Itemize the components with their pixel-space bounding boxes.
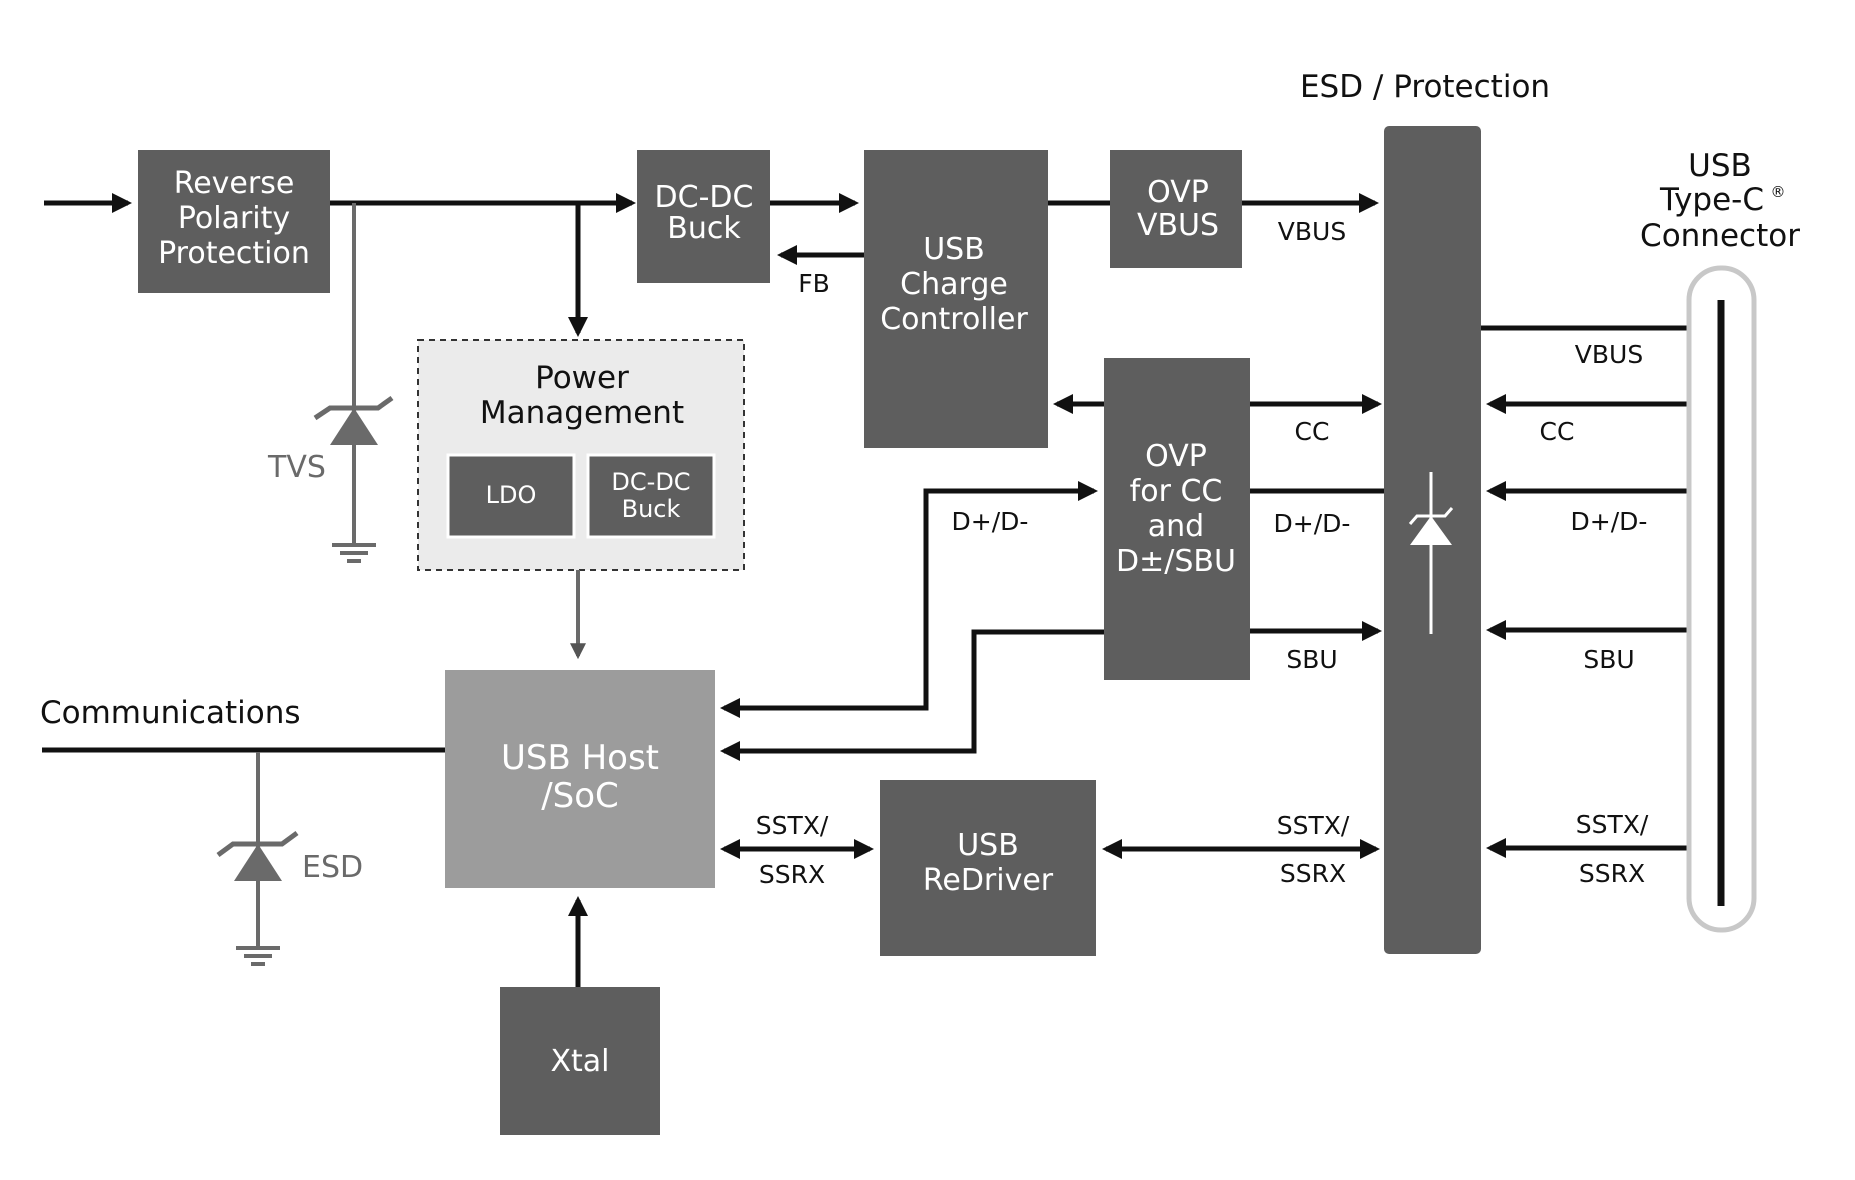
- vbus-ovp-out-label: VBUS: [1278, 217, 1346, 246]
- ssrx-mid-label: SSRX: [1280, 859, 1346, 888]
- fb-label: FB: [798, 269, 830, 298]
- sstx-mid-label: SSTX/: [1277, 811, 1350, 840]
- svg-text:Xtal: Xtal: [550, 1044, 609, 1079]
- ldo-block: LDO: [446, 453, 576, 539]
- svg-text:/SoC: /SoC: [541, 776, 619, 816]
- svg-text:LDO: LDO: [486, 481, 537, 509]
- svg-text:DC-DC: DC-DC: [611, 468, 690, 496]
- svg-text:®: ®: [1771, 183, 1786, 201]
- usb-host-soc-block: USB Host /SoC: [445, 670, 715, 888]
- svg-text:Type-C: Type-C: [1659, 182, 1764, 218]
- ovp-cc-block: OVP for CC and D±/SBU: [1104, 358, 1250, 680]
- dpdm-conn-label: D+/D-: [1571, 507, 1648, 536]
- dcdc-buck-block: DC-DC Buck: [637, 150, 770, 283]
- svg-text:DC-DC: DC-DC: [655, 180, 754, 215]
- sbu-host-wire: [720, 629, 1104, 761]
- usb-redriver-block: USB ReDriver: [880, 780, 1096, 956]
- sbu-conn-label: SBU: [1583, 645, 1634, 674]
- svg-text:for CC: for CC: [1130, 474, 1223, 509]
- svg-text:Power: Power: [535, 360, 629, 396]
- cc-mid-label: CC: [1295, 417, 1330, 446]
- svg-text:Polarity: Polarity: [178, 201, 290, 236]
- communications-label: Communications: [40, 695, 301, 731]
- svg-text:Reverse: Reverse: [174, 166, 295, 201]
- ssrx-host-label: SSRX: [759, 860, 825, 889]
- dpdm-host-wire: [720, 481, 1098, 718]
- svg-text:and: and: [1148, 509, 1204, 544]
- svg-text:VBUS: VBUS: [1137, 208, 1219, 243]
- svg-text:USB: USB: [957, 828, 1019, 863]
- esd-protection-title: ESD / Protection: [1300, 69, 1550, 105]
- pm-dcdc-buck-block: DC-DC Buck: [586, 453, 716, 539]
- svg-text:USB Host: USB Host: [501, 738, 659, 778]
- usb-charge-controller-block: USB Charge Controller: [864, 150, 1048, 448]
- usb-typec-connector-title: USB Type-C ® Connector: [1640, 148, 1800, 254]
- cc-conn-label: CC: [1540, 417, 1575, 446]
- esd-protection-bar: [1384, 126, 1481, 954]
- dpdm-mid-label: D+/D-: [1274, 509, 1351, 538]
- svg-text:Buck: Buck: [667, 211, 741, 246]
- svg-text:Connector: Connector: [1640, 218, 1800, 254]
- sbu-mid-label: SBU: [1286, 645, 1337, 674]
- svg-text:Management: Management: [480, 395, 684, 431]
- tvs-diode: [313, 203, 394, 563]
- usb-typec-connector: [1686, 265, 1757, 933]
- svg-text:OVP: OVP: [1147, 175, 1209, 210]
- esd-diode: [216, 752, 299, 966]
- svg-text:Protection: Protection: [158, 236, 310, 271]
- svg-text:OVP: OVP: [1145, 439, 1207, 474]
- ovp-vbus-block: OVP VBUS: [1110, 150, 1242, 268]
- vbus-conn-label: VBUS: [1575, 340, 1643, 369]
- svg-text:ReDriver: ReDriver: [923, 863, 1054, 898]
- svg-text:D±/SBU: D±/SBU: [1116, 544, 1236, 579]
- dpdm-host-label: D+/D-: [952, 507, 1029, 536]
- svg-text:USB: USB: [923, 232, 985, 267]
- sstx-host-label: SSTX/: [756, 811, 829, 840]
- power-management-block: Power Management LDO DC-DC Buck: [417, 339, 745, 571]
- esd-label: ESD: [302, 850, 363, 885]
- svg-text:USB: USB: [1688, 148, 1752, 184]
- ssrx-conn-label: SSRX: [1579, 859, 1645, 888]
- reverse-polarity-protection-block: Reverse Polarity Protection: [138, 150, 330, 293]
- svg-text:Charge: Charge: [900, 267, 1008, 302]
- xtal-block: Xtal: [500, 987, 660, 1135]
- svg-text:Controller: Controller: [880, 302, 1028, 337]
- svg-text:Buck: Buck: [622, 495, 681, 523]
- tvs-label: TVS: [267, 450, 326, 485]
- sstx-conn-label: SSTX/: [1576, 810, 1649, 839]
